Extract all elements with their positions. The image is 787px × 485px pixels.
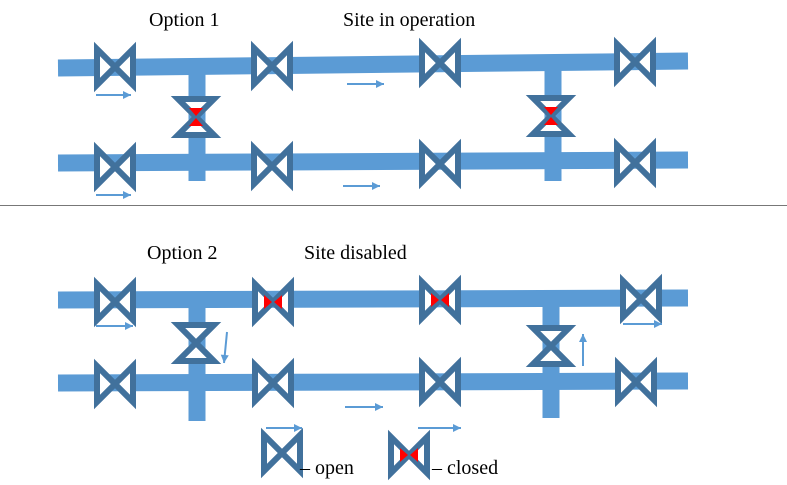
option1-valve-crossover-left-icon bbox=[170, 96, 222, 138]
closed-marker-icon bbox=[544, 107, 558, 115]
flow-arrow-icon bbox=[220, 331, 229, 364]
flow-arrow-icon bbox=[96, 91, 131, 99]
closed-marker-icon bbox=[189, 118, 203, 126]
option2-valve-top-4-icon bbox=[620, 273, 662, 325]
legend-flow-arrow-icon bbox=[266, 424, 302, 432]
legend-open-label: – open bbox=[300, 457, 354, 479]
closed-marker-icon bbox=[410, 448, 418, 462]
option2-top-pipe bbox=[57, 289, 689, 309]
option2-valve-top-2-icon bbox=[252, 276, 294, 328]
option2-valve-crossover-right-icon bbox=[525, 325, 577, 367]
closed-marker-icon bbox=[431, 293, 439, 307]
option1-valve-bottom-2-icon bbox=[251, 140, 293, 192]
closed-marker-icon bbox=[400, 448, 408, 462]
option1-title: Option 1 bbox=[149, 9, 220, 31]
flow-arrow-icon bbox=[96, 191, 131, 199]
closed-marker-icon bbox=[441, 293, 449, 307]
option2-valve-bottom-2-icon bbox=[252, 357, 294, 409]
option2-valve-crossover-left-icon bbox=[170, 322, 222, 364]
legend-open-valve-icon bbox=[261, 427, 303, 479]
flow-arrow-icon bbox=[623, 320, 662, 328]
closed-marker-icon bbox=[544, 117, 558, 125]
option2-bottom-pipe bbox=[57, 372, 689, 392]
flow-arrow-icon bbox=[96, 322, 133, 330]
option1-valve-bottom-4-icon bbox=[614, 137, 656, 189]
option2-title: Option 2 bbox=[147, 242, 218, 264]
option2-status: Site disabled bbox=[304, 242, 407, 264]
option2-valve-bottom-4-icon bbox=[615, 356, 657, 408]
option2-valve-bottom-3-icon bbox=[419, 356, 461, 408]
option1-valve-top-3-icon bbox=[419, 37, 461, 89]
section-divider bbox=[0, 205, 787, 206]
flow-arrow-icon bbox=[347, 80, 384, 88]
option1-top-pipe bbox=[57, 52, 689, 77]
option1-valve-bottom-1-icon bbox=[94, 141, 136, 193]
flow-arrow-icon bbox=[345, 403, 383, 411]
option1-valve-top-4-icon bbox=[614, 36, 656, 88]
option1-valve-crossover-right-icon bbox=[525, 95, 577, 137]
legend-closed-valve-icon bbox=[388, 429, 430, 481]
legend-flow-arrow-icon bbox=[418, 424, 461, 432]
legend-closed-label: – closed bbox=[432, 457, 499, 479]
closed-marker-icon bbox=[264, 295, 272, 309]
option1-valve-top-2-icon bbox=[251, 40, 293, 92]
option2-valve-bottom-1-icon bbox=[94, 358, 136, 410]
flow-arrow-icon bbox=[579, 334, 587, 366]
option2-valve-top-1-icon bbox=[94, 276, 136, 328]
flow-arrow-icon bbox=[343, 182, 380, 190]
option1-valve-bottom-3-icon bbox=[419, 138, 461, 190]
option1-bottom-pipe bbox=[57, 151, 689, 172]
closed-marker-icon bbox=[274, 295, 282, 309]
option1-status: Site in operation bbox=[343, 9, 476, 31]
closed-marker-icon bbox=[189, 108, 203, 116]
option2-valve-top-3-icon bbox=[419, 274, 461, 326]
option1-valve-top-1-icon bbox=[94, 41, 136, 93]
